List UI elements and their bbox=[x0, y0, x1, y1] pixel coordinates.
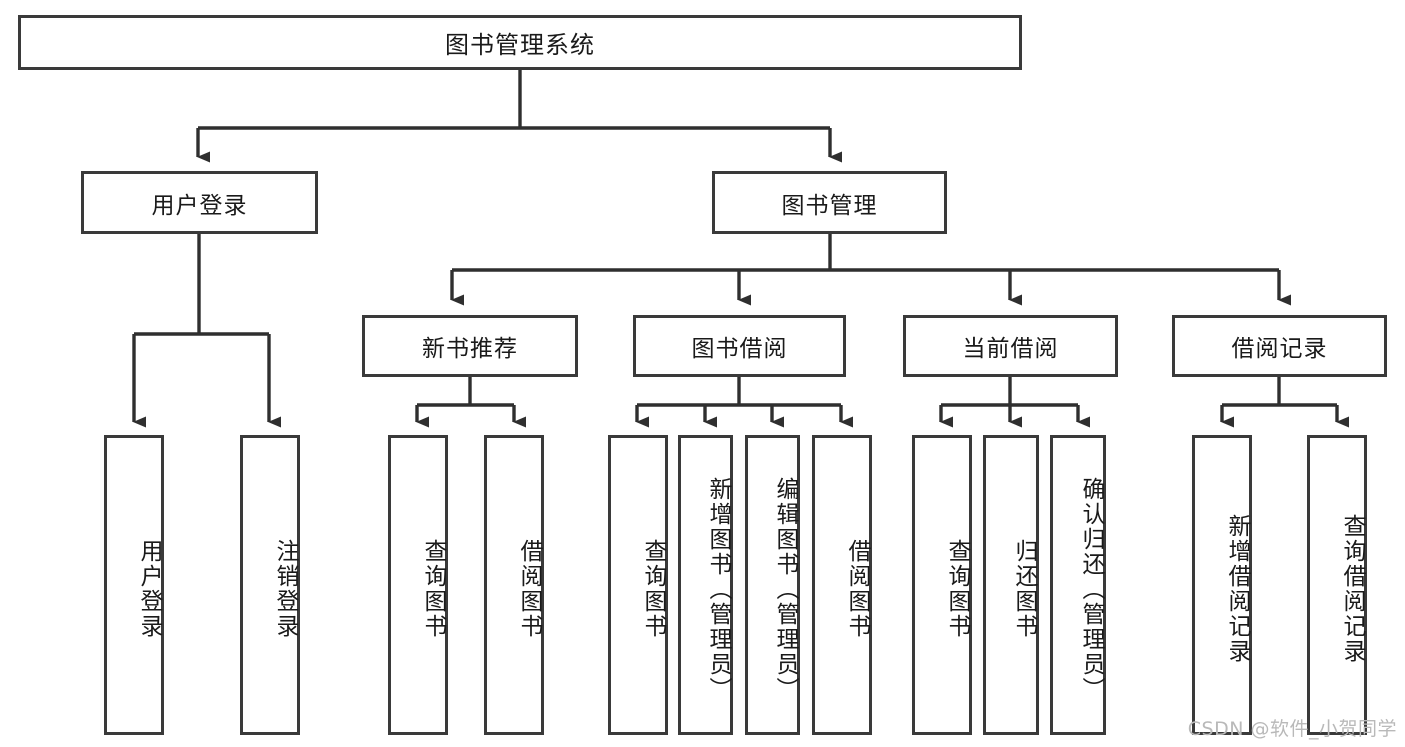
node-current-borrow[interactable]: 当前借阅 bbox=[903, 315, 1118, 377]
node-root-system[interactable]: 图书管理系统 bbox=[18, 15, 1022, 70]
node-book-management[interactable]: 图书管理 bbox=[712, 171, 947, 234]
leaf-edit-book-admin[interactable]: 编辑图书（管理员） bbox=[745, 435, 800, 735]
node-new-book-recommend[interactable]: 新书推荐 bbox=[362, 315, 578, 377]
csdn-watermark: CSDN @软件_小贺同学 bbox=[1187, 718, 1397, 740]
node-borrow-records[interactable]: 借阅记录 bbox=[1172, 315, 1387, 377]
leaf-return-book[interactable]: 归还图书 bbox=[983, 435, 1039, 735]
leaf-add-borrow-record[interactable]: 新增借阅记录 bbox=[1192, 435, 1252, 735]
leaf-borrow-book-recommend[interactable]: 借阅图书 bbox=[484, 435, 544, 735]
leaf-add-book-admin[interactable]: 新增图书（管理员） bbox=[678, 435, 733, 735]
leaf-user-logout[interactable]: 注销登录 bbox=[240, 435, 300, 735]
leaf-query-book-borrow[interactable]: 查询图书 bbox=[608, 435, 668, 735]
leaf-query-borrow-record[interactable]: 查询借阅记录 bbox=[1307, 435, 1367, 735]
leaf-query-book-current[interactable]: 查询图书 bbox=[912, 435, 972, 735]
leaf-confirm-return-admin[interactable]: 确认归还（管理员） bbox=[1050, 435, 1106, 735]
leaf-user-login[interactable]: 用户登录 bbox=[104, 435, 164, 735]
node-book-borrow[interactable]: 图书借阅 bbox=[633, 315, 846, 377]
leaf-borrow-book[interactable]: 借阅图书 bbox=[812, 435, 872, 735]
leaf-query-book-recommend[interactable]: 查询图书 bbox=[388, 435, 448, 735]
node-user-login[interactable]: 用户登录 bbox=[81, 171, 318, 234]
